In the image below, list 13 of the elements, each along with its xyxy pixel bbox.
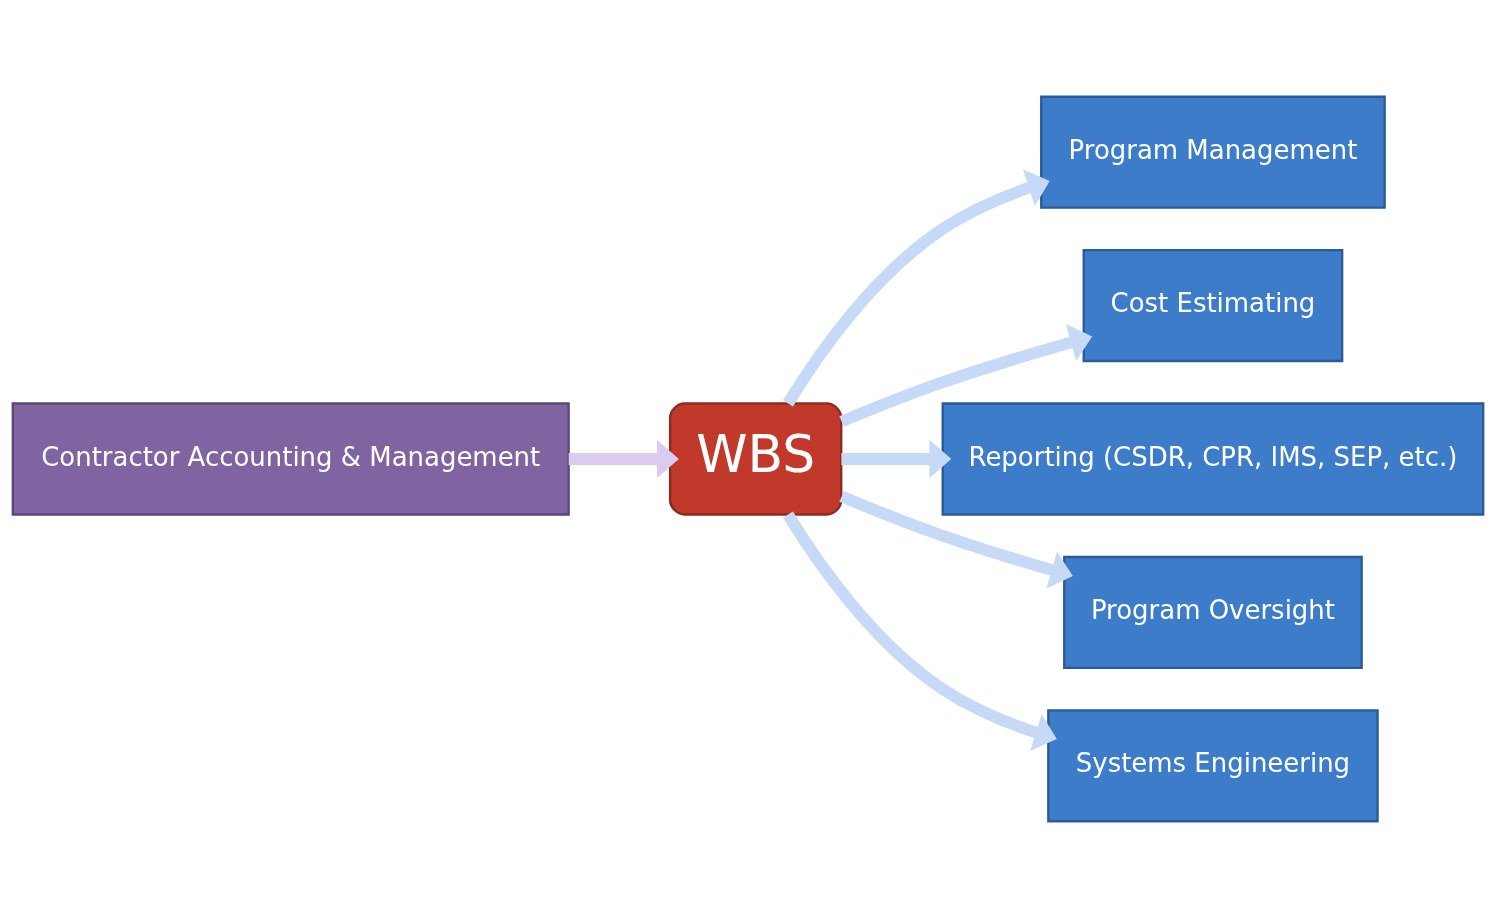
arrow	[841, 439, 952, 478]
arrow	[782, 169, 1050, 406]
arrow	[782, 511, 1057, 751]
node-box: Program Oversight	[1063, 555, 1363, 669]
arrow	[839, 323, 1093, 427]
node-box: Systems Engineering	[1047, 708, 1379, 822]
arrow	[839, 490, 1073, 588]
arrow	[568, 439, 679, 478]
node-box: Contractor Accounting & Management	[11, 401, 570, 516]
node-box: Reporting (CSDR, CPR, IMS, SEP, etc.)	[941, 401, 1485, 516]
node-box: Program Management	[1040, 95, 1386, 209]
node-box: WBS	[668, 401, 843, 516]
node-box: Cost Estimating	[1082, 248, 1344, 362]
